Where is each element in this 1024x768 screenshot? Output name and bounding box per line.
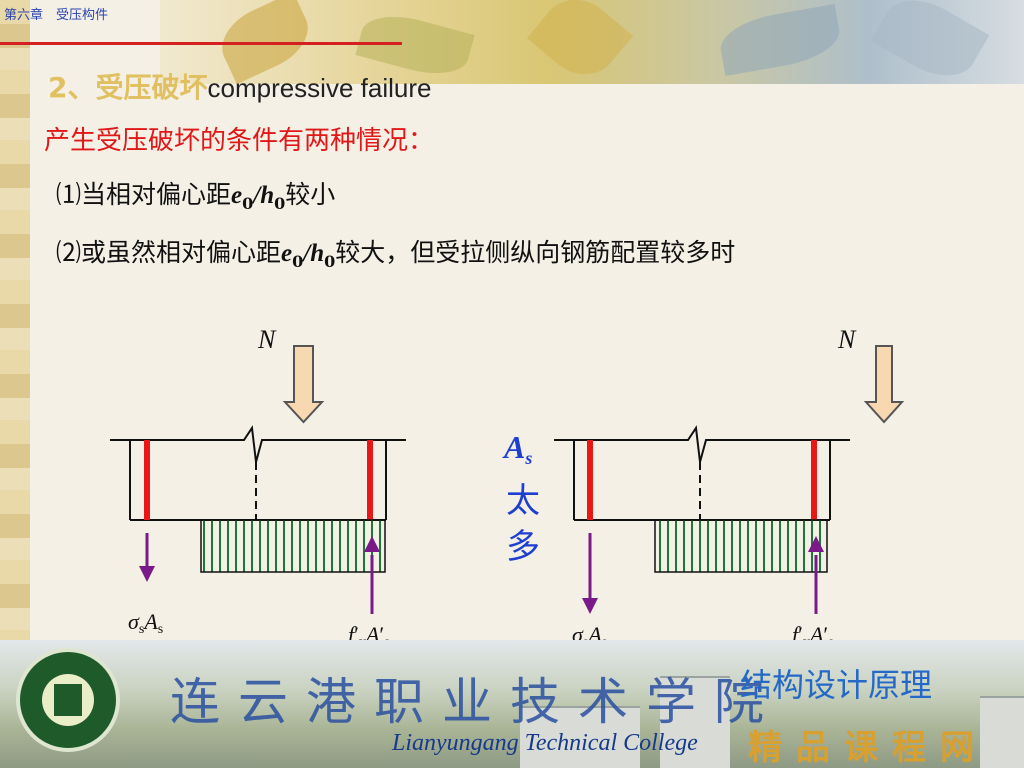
breadcrumb: 第六章 受压构件: [4, 8, 109, 23]
course-title: 结构设计原理: [740, 666, 933, 704]
conditions-heading: 产生受压破坏的条件有两种情况：: [44, 126, 435, 156]
title-underline: [0, 42, 402, 45]
height-symbol: h: [260, 182, 275, 209]
college-name-cn: 连云港职业技术学院: [170, 673, 782, 731]
left-tension-force-label: σsAs: [128, 609, 163, 637]
eccentricity-symbol: e: [281, 240, 293, 267]
left-load-arrow: [282, 345, 325, 424]
height-sub: 0: [324, 252, 336, 271]
logo-book-icon: [54, 684, 82, 716]
left-compression-arrow-head: [364, 536, 380, 552]
condition-2: ⑵或虽然相对偏心距e0/h0较大，但受拉侧纵向钢筋配置较多时: [56, 233, 735, 271]
section-title: 2、受压破坏compressive failure: [48, 66, 431, 106]
right-tension-arrow-head: [582, 598, 598, 614]
right-load-label: N: [837, 325, 857, 354]
condition-2-text: ⑵或虽然相对偏心距: [56, 238, 282, 267]
section-number: 2、受压破坏: [48, 71, 208, 104]
leaf-decor: [716, 3, 844, 77]
leaf-decor: [526, 0, 634, 90]
building-decor: [980, 696, 1024, 768]
condition-1-suffix: 较小: [285, 180, 336, 209]
left-section: N σsAs f′yA′s: [110, 325, 406, 650]
note-as-symbol: As: [502, 429, 532, 468]
left-compression-stress-block: [200, 519, 386, 573]
right-compression-stress-block: [654, 519, 828, 573]
height-symbol: h: [310, 240, 325, 267]
ratio-slash: /: [303, 240, 311, 267]
right-load-arrow: [863, 345, 905, 424]
eccentricity-sub: 0: [292, 252, 304, 271]
eccentricity-sub: 0: [242, 194, 254, 213]
note-line-2: 多: [506, 527, 540, 567]
leaf-decor: [870, 0, 990, 91]
condition-2-suffix: 较大，但受拉侧纵向钢筋配置较多时: [335, 238, 736, 267]
right-section: N σsAs f′yA′s: [554, 325, 905, 650]
left-section-top-edge: [110, 425, 406, 463]
condition-1: ⑴当相对偏心距e0/h0较小: [56, 175, 335, 213]
excess-steel-note: As 太 多: [502, 429, 540, 567]
note-line-1: 太: [506, 481, 540, 521]
right-section-top-edge: [554, 425, 850, 463]
left-decor-strip: [0, 0, 30, 640]
section-english: compressive failure: [207, 73, 432, 103]
right-compression-arrow-head: [808, 536, 824, 552]
left-load-label: N: [257, 325, 277, 354]
failure-diagram: N σsAs f′yA′s As 太 多 N: [110, 325, 905, 650]
college-logo: [16, 648, 120, 752]
ratio-slash: /: [253, 182, 261, 209]
condition-1-text: ⑴当相对偏心距: [56, 180, 232, 209]
building-decor: [660, 676, 730, 768]
left-tension-arrow-head: [139, 566, 155, 582]
college-name-en: Lianyungang Technical College: [392, 730, 698, 756]
footer-banner: 连云港职业技术学院 Lianyungang Technical College …: [0, 640, 1024, 768]
building-decor: [520, 706, 640, 768]
quality-course-label: 精品课程网: [748, 728, 988, 768]
height-sub: 0: [274, 194, 286, 213]
eccentricity-symbol: e: [231, 182, 243, 209]
